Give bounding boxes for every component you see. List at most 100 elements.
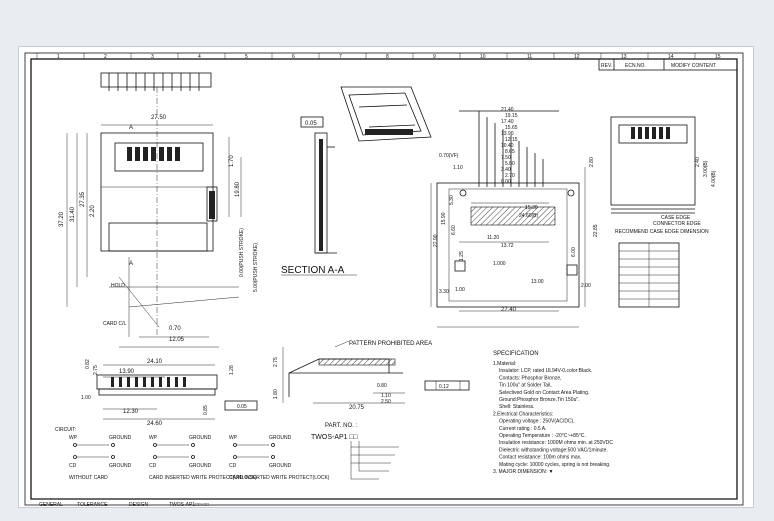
- zone-number: 4: [198, 54, 201, 60]
- zone-number: 3: [151, 54, 154, 60]
- pcb-top-dim: 17.40: [501, 119, 514, 125]
- spec-line: Insulator: LCP, rated UL94V-0,color:Blac…: [499, 368, 592, 374]
- pcb-top-dim: 3.40: [501, 167, 511, 173]
- front-dim-12-30: 12.30: [123, 409, 139, 415]
- connector-edge-label: CONNECTOR EDGE: [653, 221, 701, 227]
- pcb-dim-1-10: 1.10: [453, 165, 463, 171]
- front-dim-0-82: 0.82: [85, 359, 91, 369]
- front-dim-2-75: 2.75: [93, 365, 99, 375]
- circuit-label-wp: WP: [149, 435, 158, 441]
- pcb-dim-0-70vf: 0.70(VF): [439, 153, 459, 159]
- section-title: SECTION A-A: [281, 265, 345, 276]
- pcb-dim-6-00: 6.00: [571, 247, 577, 257]
- dim-19-80: 19.80: [235, 181, 241, 197]
- front-dim-24-10: 24.10: [147, 359, 163, 365]
- front-dim-24-60: 24.60: [147, 421, 163, 427]
- zone-number: 6: [292, 54, 295, 60]
- revision-header-ecn: ECN.NO.: [625, 63, 646, 69]
- spec-line: 3. MAJOR DIMENSION: ▼: [493, 469, 554, 475]
- circuit-node: [233, 455, 237, 459]
- side-dim-2-50: 2.50: [381, 399, 391, 405]
- front-dim-13-90: 13.90: [119, 369, 135, 375]
- card-cl-label: CARD C/L: [103, 321, 127, 327]
- edge-detail: CASE EDGE CONNECTOR EDGE RECOMMEND CASE …: [610, 116, 717, 235]
- circuit-node: [111, 455, 115, 459]
- circuit-label-ground: GROUND: [269, 463, 292, 469]
- part-no-label: PART. NO. :: [325, 423, 357, 429]
- front-dim-0-85: 0.85: [203, 405, 209, 415]
- title-block: GENERAL TOLERANCE DESIGN TWOS-AP1□□-□□: [31, 498, 737, 508]
- specification-block: SPECIFICATION 1.Material:Insulator: LCP,…: [493, 351, 613, 475]
- pcb-dim-13-72: 13.72: [501, 243, 514, 249]
- flatness-value: 0.12: [439, 384, 449, 390]
- pcb-dim-1-000: 1.000: [493, 261, 506, 267]
- title-cell-tolerance: TOLERANCE: [77, 502, 108, 508]
- zone-number: 2: [104, 54, 107, 60]
- case-edge-label: CASE EDGE: [661, 215, 691, 221]
- zone-number: 1: [57, 54, 60, 60]
- dim-27-50: 27.50: [151, 115, 167, 121]
- circuit-node: [271, 443, 275, 447]
- pcb-layout: 21.4019.1517.4015.6513.9012.1510.408.657…: [430, 107, 599, 328]
- pcb-top-dim: 19.15: [505, 113, 518, 119]
- front-view: 24.10 13.90 12.30 24.60 1.00 0.82 2.75 1…: [81, 359, 258, 427]
- pcb-top-dim: 21.40: [501, 107, 514, 113]
- pcb-dim-2-00: 2.00: [581, 283, 591, 289]
- zone-number: 12: [574, 54, 580, 60]
- circuit-label-ground: GROUND: [109, 463, 132, 469]
- spec-line: Contacts: Phosphor Bronze,: [499, 375, 562, 381]
- side-dim-2-75: 2.75: [273, 357, 279, 367]
- spec-line: 1.Material:: [493, 361, 516, 367]
- side-dim-1-80: 1.80: [273, 389, 279, 399]
- pcb-dim-27-90: 27.90: [433, 234, 439, 247]
- dim-1-70: 1.70: [229, 155, 235, 167]
- zone-number: 5: [245, 54, 248, 60]
- circuit-node: [153, 443, 157, 447]
- pcb-top-dim: 10.40: [501, 143, 514, 149]
- dim-27-35: 27.35: [80, 191, 86, 207]
- isometric-view: [340, 86, 432, 142]
- pcb-dim-6-60: 6.60: [451, 225, 457, 235]
- front-dim-1-28: 1.28: [229, 365, 235, 375]
- circuit-node: [73, 455, 77, 459]
- circuit-node: [73, 443, 77, 447]
- zone-number: 9: [433, 54, 436, 60]
- spec-line: Shell: Stainless.: [499, 404, 535, 410]
- section-dim-0-05: 0.05: [305, 121, 317, 127]
- zone-number: 10: [480, 54, 486, 60]
- pcb-dim-27-40: 27.40: [501, 307, 517, 313]
- dim-0-70: 0.70: [169, 326, 181, 332]
- spec-line: Mating cycle: 10000 cycles, spring is no…: [499, 462, 610, 468]
- pcb-top-dim: 13.90: [501, 131, 514, 137]
- pcb-top-dim: 2.70: [505, 173, 515, 179]
- pcb-dim-11-20: 11.20: [487, 235, 499, 241]
- pcb-dim-3-30: 3.30: [439, 289, 449, 295]
- section-mark-a-top: A: [129, 125, 133, 131]
- section-view: 0.05 SECTION A-A: [281, 116, 357, 276]
- zone-number: 7: [339, 54, 342, 60]
- circuit-label-ground: GROUND: [269, 435, 292, 441]
- spec-line: Operating Temperature : -20°C~+85°C.: [499, 433, 586, 439]
- circuit-node: [271, 455, 275, 459]
- dim-31-40: 31.40: [70, 206, 76, 222]
- revision-header-rev: REV.: [601, 63, 612, 69]
- spec-line: Tin 100u" at Solder Tail,: [499, 383, 552, 389]
- pcb-top-dim: 12.15: [505, 137, 518, 143]
- spec-line: Contact resistance: 100m ohms max.: [499, 455, 582, 461]
- pcb-top-dim: 5.00: [505, 161, 515, 167]
- title-cell-part: TWOS-AP1□□-□□: [169, 502, 209, 508]
- circuit-label-cd: CD: [69, 463, 77, 469]
- recommend-case-edge-label: RECOMMEND CASE EDGE DIMENSION: [615, 229, 709, 235]
- spec-line: Insulation resistance: 1000M ohms min. a…: [499, 440, 613, 446]
- dim-push-stroke-0: 0.00(PUSH STROKE): [239, 228, 245, 277]
- circuit-caption: WITHOUT CARD: [69, 475, 108, 481]
- pcb-dim-1-25: 1.25: [459, 251, 465, 261]
- front-dim-0-05: 0.05: [237, 404, 247, 410]
- zone-number: 11: [527, 54, 532, 60]
- pcb-top-dim: 0.00: [501, 179, 511, 185]
